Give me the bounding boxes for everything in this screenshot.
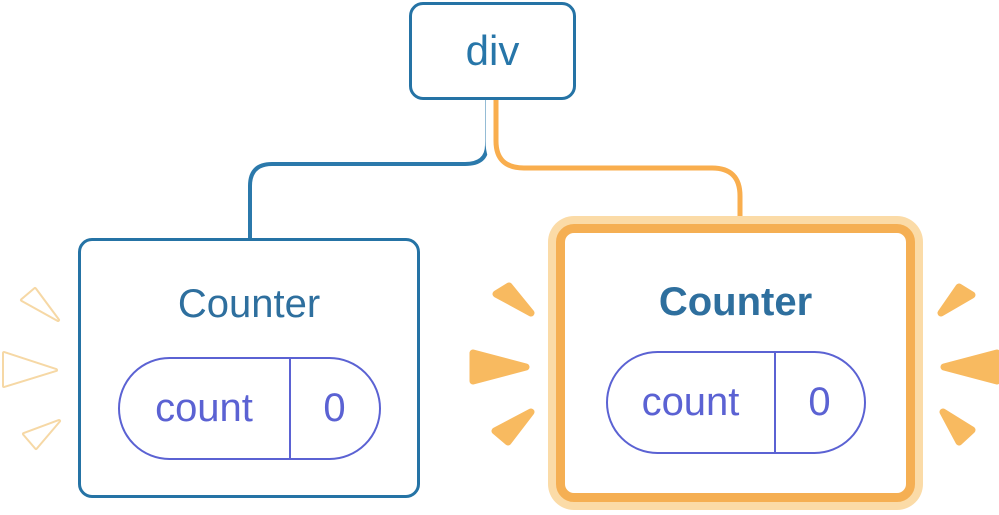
spark-icon	[940, 349, 999, 385]
state-name: count	[155, 386, 253, 430]
state-value: 0	[773, 353, 864, 452]
left-counter-title: Counter	[177, 282, 321, 326]
spark-icon	[939, 408, 976, 446]
root-node: div	[409, 2, 576, 100]
spark-icon	[2, 351, 58, 388]
edge-div-to-right-counter	[493, 99, 743, 232]
right-counter-card: Counter count 0	[556, 224, 915, 502]
state-name: count	[641, 380, 740, 424]
spark-icon	[20, 287, 60, 322]
left-counter-state-pill: count 0	[117, 357, 381, 460]
spark-icon	[492, 282, 535, 317]
left-counter-card: Counter count 0	[78, 238, 420, 498]
spark-icon	[469, 349, 530, 385]
right-counter-state-pill: count 0	[605, 351, 866, 454]
state-value: 0	[288, 359, 379, 458]
edge-div-to-left-counter	[248, 99, 489, 242]
left-counter-sparks	[2, 287, 61, 450]
spark-icon	[491, 408, 535, 446]
spark-icon	[22, 419, 61, 450]
right-counter-sparks-right	[937, 283, 999, 446]
right-counter-sparks-left	[469, 282, 535, 446]
root-node-label: div	[465, 27, 520, 74]
spark-icon	[937, 283, 976, 317]
right-counter-title: Counter	[658, 280, 813, 324]
